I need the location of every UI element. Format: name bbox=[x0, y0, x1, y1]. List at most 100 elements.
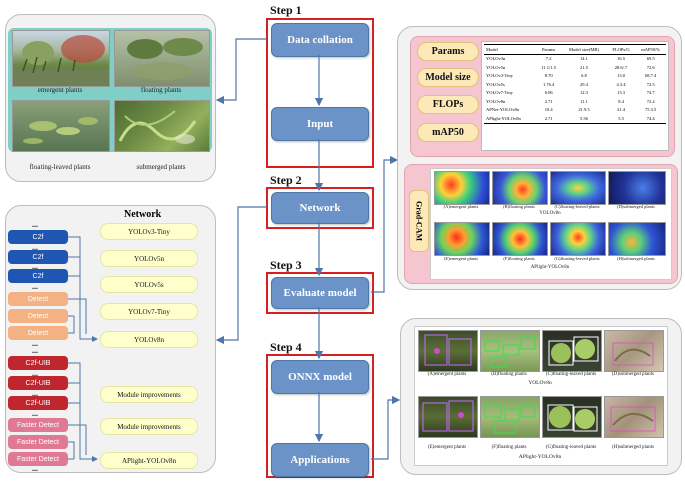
model-yolov3-tiny: YOLOv3-Tiny bbox=[100, 223, 198, 240]
c2f-uib-block-2: C2f-UIB bbox=[8, 376, 68, 390]
model-yolov8n: YOLOv8n bbox=[100, 331, 198, 348]
table-cell: 72.5 bbox=[646, 81, 655, 87]
c2f-block-1: C2f bbox=[8, 230, 68, 244]
detection-caption: (G)floating-leaved plants bbox=[545, 445, 597, 450]
c2f-uib-block-3: C2f-UIB bbox=[8, 396, 68, 410]
table-cell: 11.1 bbox=[580, 98, 588, 104]
applications-box[interactable]: Applications bbox=[271, 443, 369, 477]
model-yolov5n: YOLOv5n bbox=[100, 250, 198, 267]
table-cell: 74.7 bbox=[646, 90, 655, 96]
module-improvements-2: Module improvements bbox=[100, 418, 198, 435]
evaluate-model-box[interactable]: Evaluate model bbox=[271, 277, 369, 309]
dots-4: ... bbox=[32, 282, 38, 291]
network-title: Network bbox=[124, 209, 162, 220]
metrics-table-card: Model Params Model size(MB) FLOPs/G mAP5… bbox=[481, 41, 669, 151]
table-cell: YOLOv5n bbox=[486, 64, 506, 70]
table-row: YOLOv3-Tiny 8.70 6.8 13.0 68.7.4 bbox=[484, 72, 666, 81]
table-cell: 68.7.4 bbox=[645, 73, 657, 79]
table-cell: 72.4 bbox=[646, 98, 655, 104]
metric-flops: FLOPs bbox=[417, 95, 479, 114]
gradcam-caption: (D)submerged plants bbox=[617, 204, 655, 209]
dots-8: ... bbox=[32, 389, 38, 398]
faster-detect-block-3: Faster Detect bbox=[8, 452, 68, 466]
dots-10: ... bbox=[32, 464, 38, 473]
table-cell: YOLOv8n bbox=[486, 98, 506, 104]
detect-block-1: Detect bbox=[8, 292, 68, 306]
gradcam-label: Grad-CAM bbox=[414, 201, 424, 241]
table-cell: 8.4 bbox=[618, 98, 624, 104]
network-box[interactable]: Network bbox=[271, 192, 369, 224]
metric-model-size: Model size bbox=[417, 68, 479, 87]
submerged-plants-image bbox=[114, 100, 210, 152]
dots-2: ... bbox=[32, 243, 38, 252]
data-collation-box[interactable]: Data collation bbox=[271, 23, 369, 57]
gradcam-row2-title: APlight-YOLOv8n bbox=[530, 265, 570, 270]
table-cell: 10.4 bbox=[544, 107, 553, 113]
input-box[interactable]: Input bbox=[271, 107, 369, 141]
table-cell: 74.4 bbox=[635, 114, 666, 124]
gradcam-heatmap bbox=[608, 222, 666, 256]
dots-6: ... bbox=[32, 346, 38, 355]
emergent-plants-image bbox=[12, 30, 110, 87]
gradcam-heatmap bbox=[434, 171, 490, 205]
gradcam-heatmap bbox=[492, 222, 548, 256]
dots-5: ... bbox=[32, 339, 38, 348]
table-cell: 21.4 bbox=[617, 107, 625, 113]
onnx-model-box[interactable]: ONNX model bbox=[271, 360, 369, 394]
metric-map50: mAP50 bbox=[417, 123, 479, 142]
table-cell: 13.3 bbox=[617, 90, 625, 96]
table-cell: 6.8 bbox=[581, 73, 587, 79]
gradcam-row1-title: YOLOv8n bbox=[539, 211, 561, 216]
faster-detect-block-2: Faster Detect bbox=[8, 435, 68, 449]
detection-image bbox=[418, 396, 478, 438]
table-cell: YOLOv7-Tiny bbox=[486, 90, 513, 96]
gradcam-caption: (B)floating plants bbox=[503, 204, 535, 209]
table-cell: 8.70 bbox=[544, 73, 553, 79]
table-cell: YOLOv3n bbox=[486, 56, 506, 62]
step-1-label: Step 1 bbox=[270, 3, 302, 17]
table-cell: 2.71 bbox=[544, 98, 553, 104]
table-cell: 4.3.4 bbox=[616, 81, 626, 87]
table-cell: 5.56 bbox=[561, 114, 607, 124]
model-yolov5s: YOLOv5s bbox=[100, 276, 198, 293]
gradcam-caption: (C)floating-leaved plants bbox=[554, 204, 600, 209]
faster-detect-block-1: Faster Detect bbox=[8, 418, 68, 432]
table-cell: 21.5 bbox=[580, 64, 588, 70]
floating-leaved-plants-image bbox=[12, 100, 110, 152]
detection-image bbox=[418, 330, 478, 372]
table-cell: YOLOv3-Tiny bbox=[486, 73, 513, 79]
table-cell: 1.76.4 bbox=[543, 81, 555, 87]
detection-caption: (A)emergent plants bbox=[427, 372, 467, 377]
detection-caption: (H)submerged plants bbox=[612, 445, 654, 450]
module-improvements-1: Module improvements bbox=[100, 386, 198, 403]
dots-7: ... bbox=[32, 369, 38, 378]
gradcam-label-box: Grad-CAM bbox=[409, 190, 429, 252]
detection-row2-title: APlight-YOLOv8n bbox=[518, 454, 562, 460]
detection-caption: (C)floating-leaved plants bbox=[545, 372, 597, 377]
table-cell: 21.9.5 bbox=[578, 107, 590, 113]
dots-9: ... bbox=[32, 409, 38, 418]
gradcam-heatmap bbox=[608, 171, 666, 205]
step-1-highlight bbox=[266, 18, 374, 168]
table-row: YOLOv8n 2.71 11.1 8.4 72.4 bbox=[484, 97, 666, 106]
gradcam-heatmap bbox=[492, 171, 548, 205]
dots-3: ... bbox=[32, 262, 38, 271]
table-header: mAP50/% bbox=[635, 44, 666, 55]
model-aplight-yolov8n: APlight-YOLOv8n bbox=[100, 452, 198, 469]
table-cell: 72.6 bbox=[646, 64, 655, 70]
detection-image bbox=[542, 330, 602, 372]
table-cell: YOLOv5s bbox=[486, 81, 505, 87]
detection-caption: (E)emergent plants bbox=[427, 445, 467, 450]
table-cell: APNet-YOLOv8n bbox=[486, 107, 519, 113]
table-cell: 13.0 bbox=[617, 73, 625, 79]
table-header: Model bbox=[484, 44, 537, 55]
table-cell: 12.3 bbox=[580, 90, 588, 96]
dots-1: ... bbox=[32, 220, 38, 229]
gradcam-heatmap bbox=[550, 222, 606, 256]
